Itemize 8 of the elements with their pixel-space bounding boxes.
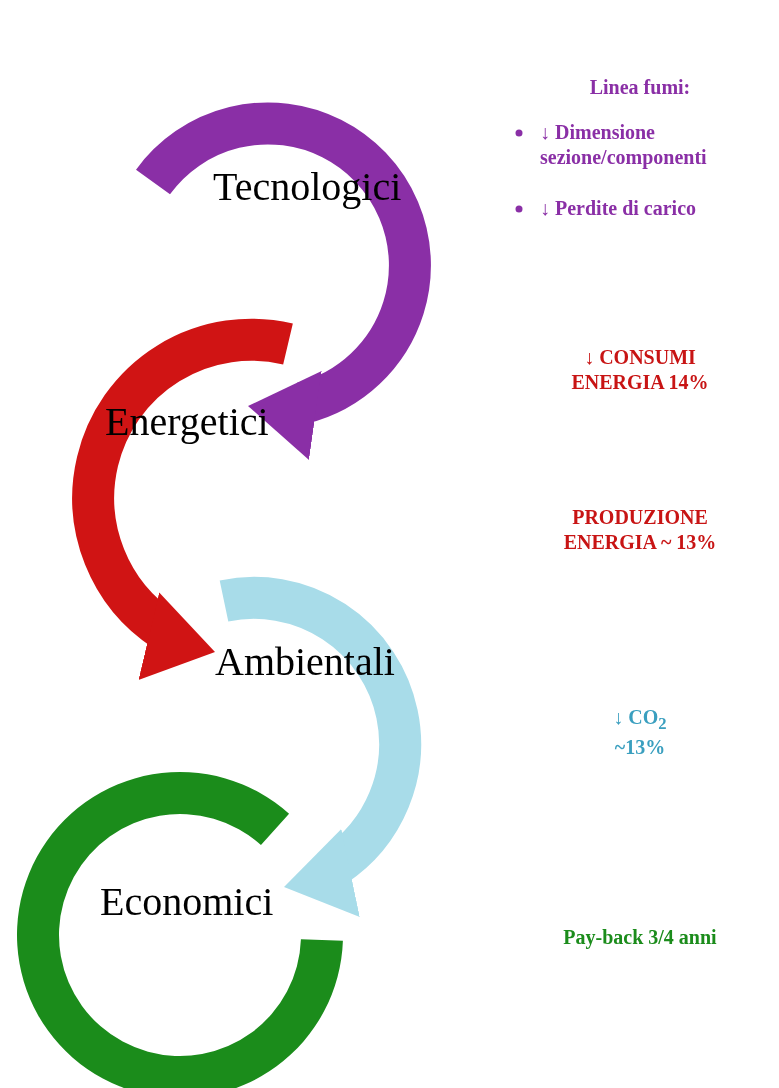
annotation-text: ↓ CO$_{2}$ ~13% <box>612 705 668 760</box>
bullet-text: ↓ Perdite di carico <box>540 196 698 221</box>
annotation-text: Pay-back 3/4 anni <box>562 925 718 950</box>
annotation-text: ↓ CONSUMI ENERGIA 14% <box>570 345 710 395</box>
bullet-text: ↓ Dimensione sezione/componenti <box>540 120 708 170</box>
annotation-text: PRODUZIONE ENERGIA ~ 13% <box>562 505 718 555</box>
annotation-text: Linea fumi: <box>588 75 692 100</box>
curved-arrow <box>136 102 431 457</box>
